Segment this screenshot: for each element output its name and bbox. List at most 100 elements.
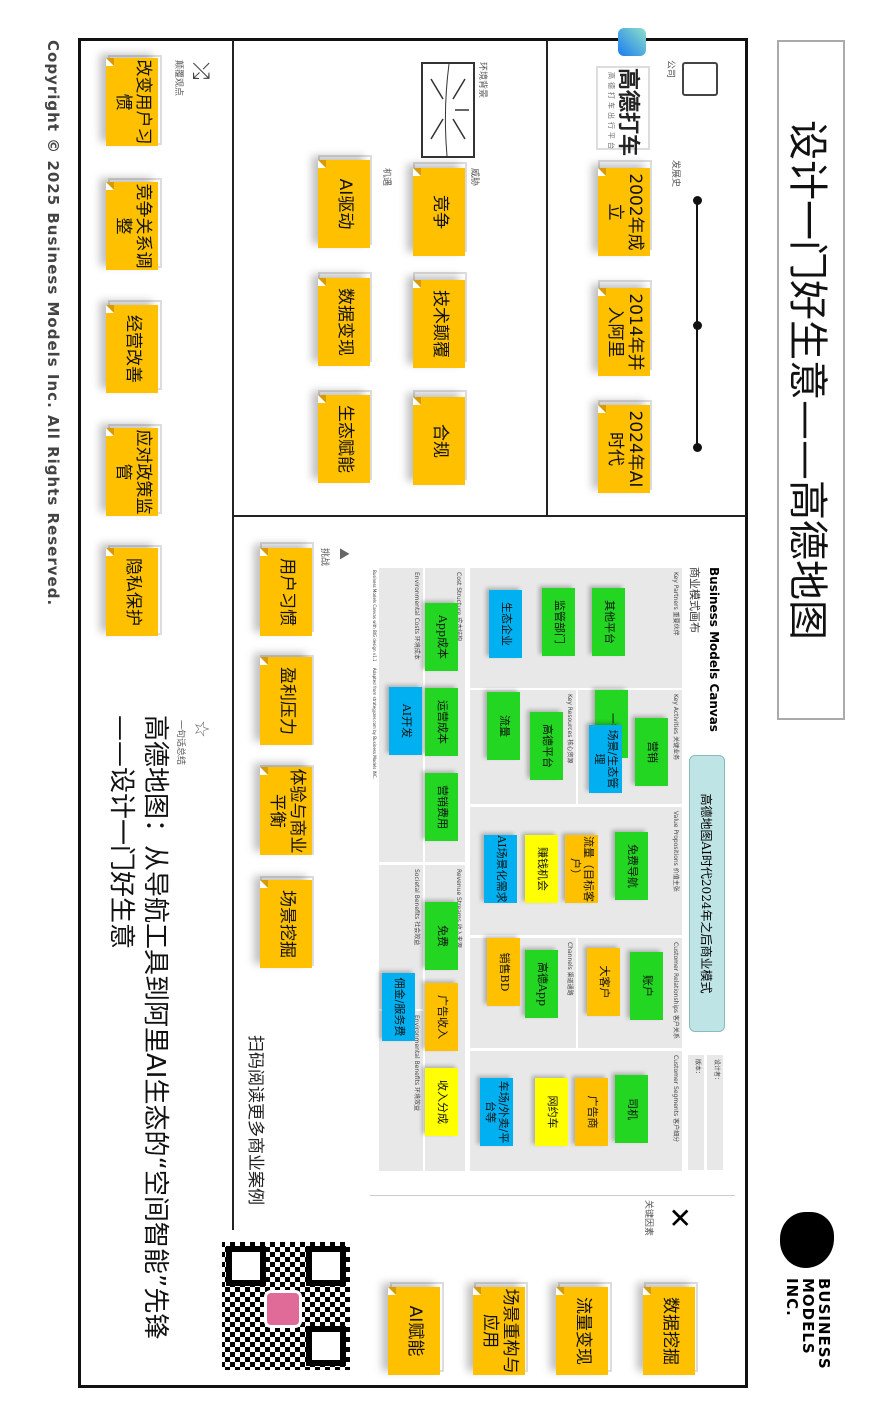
threat-note: 技术颠覆: [413, 280, 465, 368]
history-label: 发展史: [670, 160, 680, 188]
company-logo-sub: 高德打车出行平台: [607, 72, 615, 152]
canvas-note: 生态企业: [489, 590, 522, 658]
canvas-note: AI场景化需求: [484, 835, 517, 903]
business-model-canvas: Business Models Canvas 商业模式画布 高德地图AI时代20…: [370, 545, 735, 1196]
qr-code[interactable]: [222, 1242, 350, 1370]
insight-note: 隐私保护: [106, 548, 158, 636]
qr-logo-icon: [264, 1290, 302, 1328]
divider: [546, 40, 548, 516]
canvas-note: 流量（目标客户）: [565, 835, 598, 903]
challenges-label: 挑战: [319, 548, 329, 567]
canvas-note: 其他平台: [592, 588, 625, 656]
opportunities-label: 机遇: [381, 168, 391, 187]
canvas-note: AI开发: [389, 687, 422, 755]
canvas-note: 广告商: [575, 1078, 608, 1146]
timeline-dot: [693, 196, 702, 205]
key-factor-note: 场景重构与应用: [473, 1287, 525, 1375]
cell-label: Channels 渠道通路: [566, 942, 573, 996]
canvas-note: 免费: [425, 902, 458, 970]
key-factors-label: 关键因素: [643, 1200, 653, 1237]
insight-note: 应对政策监管: [106, 428, 158, 516]
shuffle-icon: ⤮: [188, 62, 213, 80]
company-label: 公司: [665, 60, 675, 79]
shop-icon: [682, 62, 718, 96]
insight-note: 经营改善: [106, 305, 158, 393]
history-note: 2024年AI时代: [598, 405, 650, 493]
timeline-dot: [693, 443, 702, 452]
insight-note: 竞争关系调整: [106, 182, 158, 270]
canvas-note: 车场/外卖/平台等: [480, 1078, 513, 1146]
summary-label: 一句话总结: [175, 720, 185, 766]
challenge-note: 体验与商业平衡: [260, 767, 312, 855]
gaode-logo-icon: [618, 28, 646, 56]
key-factor-note: 数据挖掘: [643, 1287, 695, 1375]
bmi-logo-mark: [780, 1212, 834, 1268]
key-factor-note: 流量变现: [556, 1287, 608, 1375]
threats-label: 威胁: [469, 168, 479, 187]
opportunity-note: AI驱动: [318, 160, 370, 248]
key-factor-note: AI赋能: [388, 1287, 440, 1375]
canvas-note: 运营成本: [425, 688, 458, 756]
company-logo-text: 高德打车: [615, 68, 640, 157]
cell-label: Key Resources 核心资源: [566, 694, 573, 764]
canvas-note: 广告收入: [425, 983, 458, 1051]
channels-cell: Channels 渠道通路: [470, 938, 576, 1048]
insight-note: 改变用户习惯: [106, 58, 158, 146]
cell-label: Key Activities 关键业务: [672, 694, 679, 761]
cell-label: Societal Benefits 社会效益: [413, 869, 420, 946]
cell-label: Key Partners 重要伙伴: [672, 572, 679, 636]
cell-label: Customer Segments 客户细分: [672, 1055, 679, 1143]
brand-line: INC.: [783, 1278, 801, 1317]
divider: [232, 40, 234, 1230]
close-x-icon: ✕: [663, 1206, 696, 1230]
history-note: 2002年成立: [598, 168, 650, 256]
challenge-note: 场景挖掘: [260, 880, 312, 968]
cell-label: Value Propositions 价值主张: [672, 811, 679, 892]
challenge-note: 盈利压力: [260, 657, 312, 745]
threat-note: 竞争: [413, 168, 465, 256]
canvas-note: 营销: [635, 718, 668, 786]
canvas-note: 高德平台: [530, 712, 563, 780]
canvas-note: 销售BD: [487, 938, 520, 1006]
canvas-subtitle: 商业模式画布: [688, 567, 701, 633]
qr-caption: 扫码阅读更多商业案例: [245, 1035, 265, 1205]
cell-label: Environmental Costs 环境成本: [413, 572, 420, 660]
challenge-note: 用户习惯: [260, 548, 312, 636]
version-label: 版本：: [694, 1059, 701, 1078]
canvas-note: 收入分成: [425, 1068, 458, 1136]
environment-label: 环境背景: [477, 62, 487, 99]
designer-label: 设计者：: [713, 1059, 720, 1084]
opportunity-note: 数据变现: [318, 278, 370, 366]
canvas-note: 账户: [630, 952, 663, 1020]
brand-line: MODELS: [799, 1278, 817, 1355]
summary-text: 高德地图：从导航工具到阿里AI生态的“空间智能”先锋——设计一门好生意: [106, 715, 170, 1340]
bmi-logo: BUSINESS MODELS INC.: [776, 1212, 838, 1382]
canvas-note: App成本: [425, 603, 458, 671]
challenge-icon: ⛰: [336, 548, 352, 560]
insights-label: 颠覆观点: [173, 60, 183, 97]
canvas-note: 场景/生态管理: [589, 725, 622, 793]
divider: [233, 515, 746, 517]
opportunity-note: 生态赋能: [318, 395, 370, 483]
canvas-note: 免费导航: [615, 832, 648, 900]
canvas-note: 流量: [487, 692, 520, 760]
canvas-title: Business Models Canvas: [707, 567, 721, 732]
copyright: Copyright © 2025 Business Models Inc. Al…: [44, 40, 62, 607]
canvas-banner: 高德地图AI时代2024年之后商业模式: [689, 755, 725, 1032]
canvas-note: 高德App: [525, 950, 558, 1018]
canvas-note: 营销费用: [425, 773, 458, 841]
cell-label: Customer Relationships 客户关系: [672, 942, 679, 1039]
canvas-note: 网约车: [535, 1078, 568, 1146]
star-icon: ☆: [190, 720, 214, 738]
canvas-footer: Business Models Canvas with BIG design v…: [372, 570, 377, 779]
environment-icon: [421, 62, 475, 158]
timeline-dot: [693, 321, 702, 330]
page-title: 设计一门好生意——高德地图: [777, 40, 845, 720]
canvas-note: 大客户: [587, 948, 620, 1016]
canvas-note: 赚钱机会: [525, 835, 558, 903]
history-note: 2014年并入阿里: [598, 288, 650, 376]
canvas-note: 佣金/服务费: [382, 973, 415, 1041]
threat-note: 合规: [413, 397, 465, 485]
brand-line: BUSINESS: [815, 1278, 833, 1370]
